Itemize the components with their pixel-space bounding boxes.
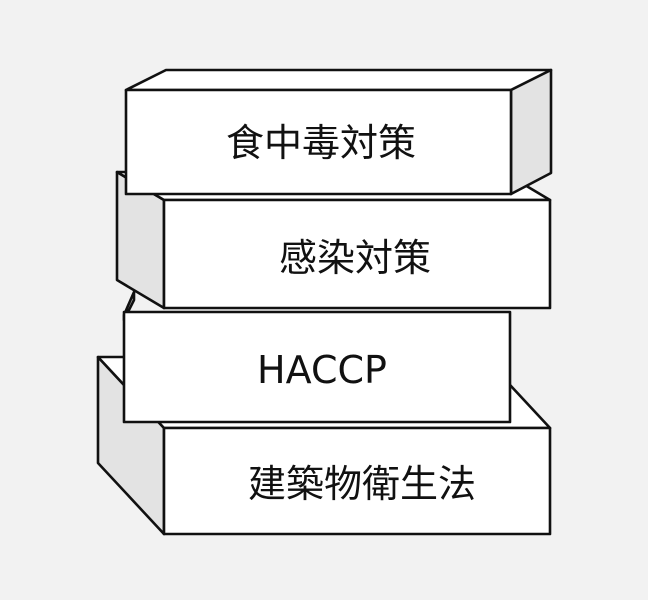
block-3-label: HACCP (257, 348, 387, 392)
block-3-front-face (122, 310, 512, 424)
block-2-label: 感染対策 (279, 236, 431, 280)
block-haccp: HACCP (122, 290, 512, 424)
block-4-front-face (162, 426, 552, 536)
block-4-label: 建築物衛生法 (248, 462, 476, 506)
block-1-top-face (124, 68, 553, 92)
block-food-poisoning-control: 食中毒対策 (124, 68, 553, 196)
block-1-front-face (124, 88, 513, 196)
block-2-front-face (162, 198, 552, 310)
block-1-label: 食中毒対策 (226, 121, 416, 165)
block-1-side-face (509, 68, 553, 196)
